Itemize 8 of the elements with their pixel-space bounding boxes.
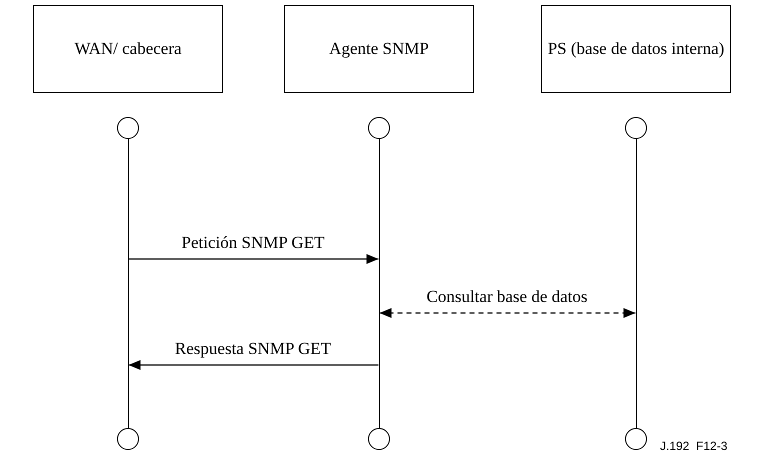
participant-box: WAN/ cabecera [33,5,223,93]
message-arrow [128,254,378,264]
lifeline [378,139,380,428]
message-arrow [128,360,378,370]
participant-box: PS (base de datos interna) [541,5,731,93]
participant-box: Agente SNMP [284,5,474,93]
figure-number: J.192 F12-3 [660,438,728,455]
message-arrow [380,308,636,318]
